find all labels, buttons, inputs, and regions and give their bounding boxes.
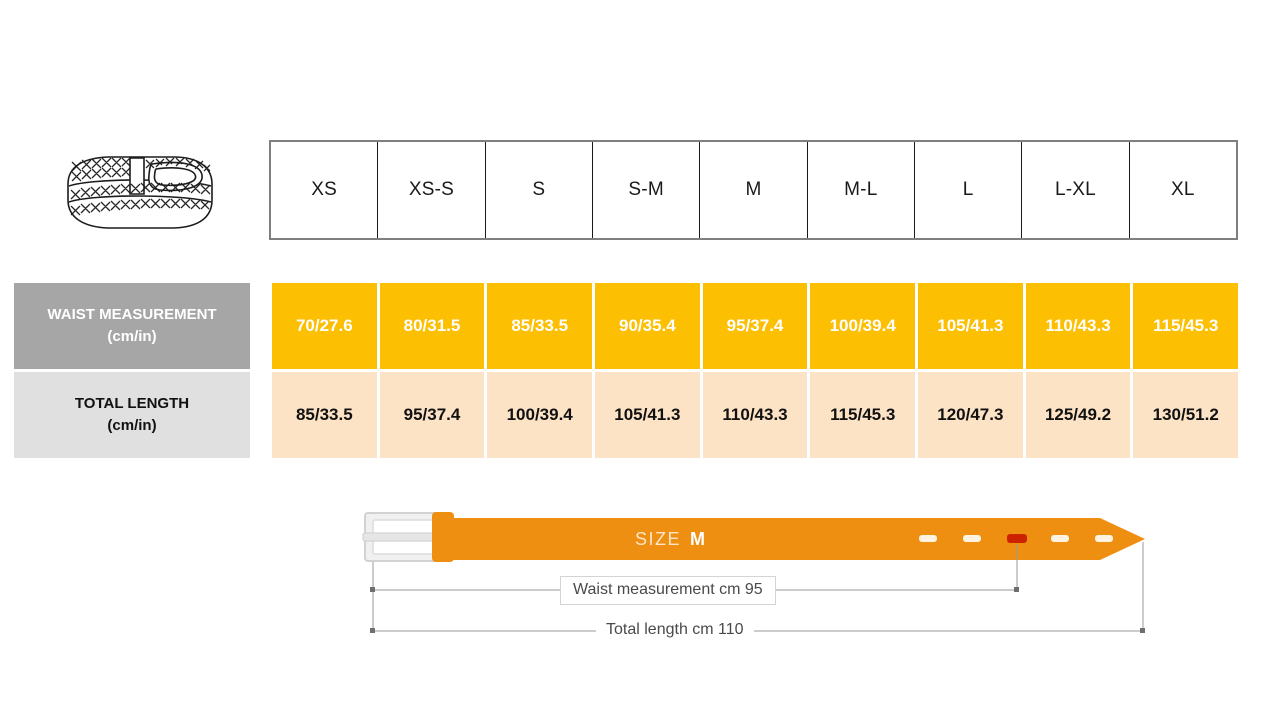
length-value-cells: 85/33.5 95/37.4 100/39.4 105/41.3 110/43… — [272, 372, 1239, 458]
size-header-cell-5: M-L — [808, 142, 915, 238]
length-value-3: 105/41.3 — [595, 372, 700, 458]
size-header-cell-6: L — [915, 142, 1023, 238]
total-length-label: TOTAL LENGTH (cm/in) — [14, 372, 250, 458]
length-label-line2: (cm/in) — [107, 417, 157, 434]
size-header-cell-8: XL — [1170, 179, 1195, 200]
belt-hole-active — [1007, 534, 1027, 543]
belt-measurement-diagram — [355, 500, 1155, 650]
waist-value-4: 95/37.4 — [702, 283, 808, 369]
size-header-cell-3: S-M — [593, 142, 701, 238]
size-header-cell-2: S — [486, 142, 593, 238]
length-value-4: 110/43.3 — [702, 372, 808, 458]
waist-value-3: 90/35.4 — [595, 283, 700, 369]
waist-label-line1: WAIST MEASUREMENT — [47, 306, 217, 324]
total-length-row: TOTAL LENGTH (cm/in) 85/33.5 95/37.4 100… — [14, 372, 1239, 458]
waist-value-5: 100/39.4 — [810, 283, 916, 369]
waist-value-cells: 70/27.6 80/31.5 85/33.5 90/35.4 95/37.4 … — [272, 283, 1239, 369]
length-value-0: 85/33.5 — [272, 372, 377, 458]
braided-belt-icon — [52, 142, 222, 242]
waist-value-6: 105/41.3 — [918, 283, 1023, 369]
waist-value-2: 85/33.5 — [487, 283, 593, 369]
waist-value-1: 80/31.5 — [379, 283, 485, 369]
waist-measurement-label: WAIST MEASUREMENT (cm/in) — [14, 283, 250, 369]
waist-measurement-row: WAIST MEASUREMENT (cm/in) 70/27.6 80/31.… — [14, 283, 1239, 369]
length-value-5: 115/45.3 — [810, 372, 916, 458]
waist-value-0: 70/27.6 — [272, 283, 377, 369]
length-value-2: 100/39.4 — [487, 372, 593, 458]
size-header-cell-7: L-XL — [1022, 142, 1130, 238]
length-value-8: 130/51.2 — [1133, 372, 1239, 458]
belt-hole-5 — [1095, 535, 1113, 542]
waist-label-line2: (cm/in) — [107, 328, 157, 345]
waist-measurement-callout: Waist measurement cm 95 — [560, 576, 776, 605]
belt-hole-4 — [1051, 535, 1069, 542]
belt-hole-2 — [963, 535, 981, 542]
length-value-1: 95/37.4 — [379, 372, 485, 458]
belt-hole-1 — [919, 535, 937, 542]
length-value-7: 125/49.2 — [1025, 372, 1131, 458]
length-value-6: 120/47.3 — [918, 372, 1023, 458]
length-label-line1: TOTAL LENGTH — [74, 395, 190, 413]
waist-value-7: 110/43.3 — [1025, 283, 1131, 369]
total-length-callout: Total length cm 110 — [596, 618, 754, 642]
size-header-cell-1: XS-S — [378, 142, 486, 238]
size-header-cell-4: M — [700, 142, 808, 238]
waist-value-8: 115/45.3 — [1133, 283, 1239, 369]
size-header-table: XS XS-S S S-M M M-L L L-XL XL — [269, 140, 1238, 240]
size-header-cell-0: XS — [271, 142, 379, 238]
